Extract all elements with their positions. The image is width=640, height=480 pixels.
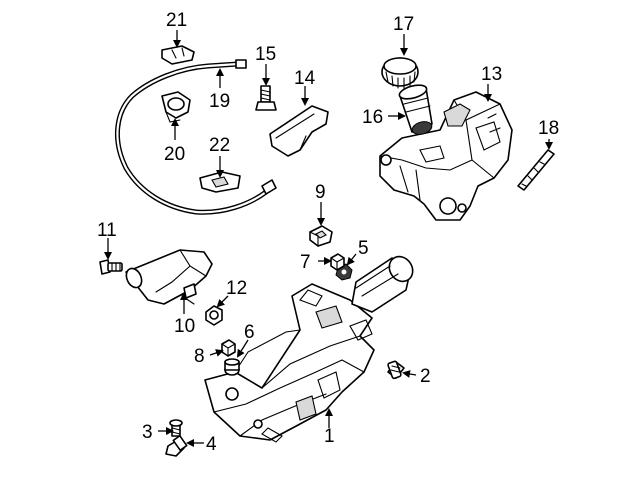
callout-20: 20 [164,144,185,165]
callout-22: 22 [209,135,230,156]
grommet-part-6 [224,358,240,376]
leader-lines [104,30,553,447]
callout-1: 1 [324,426,335,447]
rod-part-18 [517,149,555,191]
column-bracket-part-1 [204,255,414,443]
nut-part-12 [205,305,223,326]
callout-3: 3 [142,422,153,443]
callout-13: 13 [481,64,502,85]
clip-part-21 [161,45,195,65]
callout-21: 21 [166,10,187,31]
lock-housing-part-13 [379,91,513,221]
lever-part-10 [125,249,213,305]
clip-part-20 [161,91,191,123]
lock-cylinder-part-16 [398,84,433,135]
callout-8: 8 [194,346,205,367]
cover-part-14 [269,105,329,157]
callout-4: 4 [206,434,217,455]
callout-16: 16 [362,107,383,128]
clip-nut-part-9 [309,225,333,248]
nut-part-7 [330,253,345,271]
callout-labels: 1 2 3 4 5 6 7 8 9 10 11 12 13 14 15 16 1… [97,10,559,455]
nut-part-8 [221,339,236,357]
bolt-part-11 [99,259,123,275]
callout-9: 9 [315,182,326,203]
callout-2: 2 [420,366,431,387]
callout-10: 10 [174,316,195,337]
bezel-ring-part-17 [381,57,419,89]
stud-part-15 [255,85,277,111]
callout-5: 5 [358,238,369,259]
callout-7: 7 [300,252,311,273]
callout-19: 19 [209,91,230,112]
screw-part-4 [165,434,188,457]
callout-11: 11 [97,220,117,241]
callout-14: 14 [294,68,316,89]
screw-part-3 [169,419,183,437]
cable-part-19 [114,59,277,215]
callout-15: 15 [255,44,276,65]
callout-18: 18 [538,118,559,139]
callout-6: 6 [244,322,255,343]
bolt-part-2 [387,360,405,380]
callout-12: 12 [226,278,247,299]
callout-17: 17 [393,14,414,35]
